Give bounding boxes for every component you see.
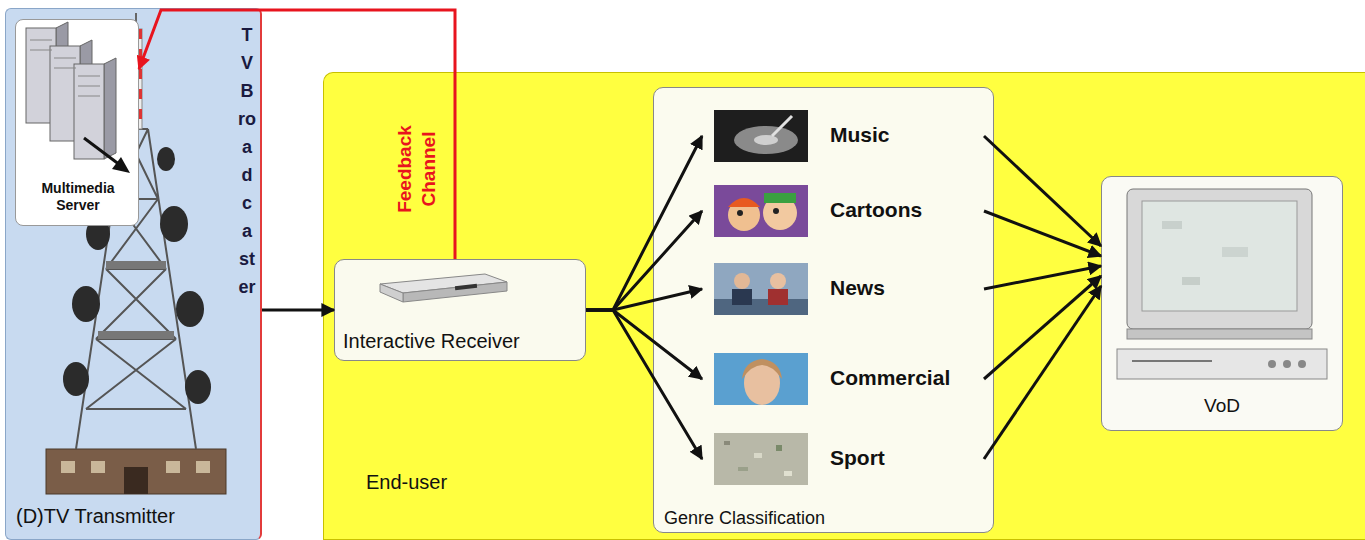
flow-arrow [984, 276, 1101, 379]
genre-item: News [702, 260, 984, 318]
flow-arrow [984, 136, 1101, 246]
genre-name: Cartoons [830, 198, 922, 222]
tv-set [1127, 189, 1312, 339]
genre-name: Commercial [830, 366, 950, 390]
genre-item: Sport [702, 430, 984, 488]
server-box: Multimedia Server [15, 19, 139, 226]
transmitter-panel: TV Broadcaster (D)TV Transmitter Multimed… [5, 8, 262, 540]
news-thumbnail [714, 263, 808, 315]
end-user-panel: End-user Interactive ReceiverGenre Class… [323, 72, 1365, 540]
vod-illustration [1102, 177, 1342, 432]
flow-arrow [984, 266, 1101, 289]
flow-arrow [984, 211, 1101, 256]
genre-box: Genre Classification Music Cartoons News… [653, 87, 994, 533]
server-cabinets [26, 22, 116, 159]
dvd-player [1117, 349, 1327, 379]
transmitter-label: (D)TV Transmitter [16, 505, 175, 528]
music-thumbnail [714, 110, 808, 162]
sport-thumbnail [714, 433, 808, 485]
genre-item: Commercial [702, 350, 984, 408]
server-arrow [84, 138, 130, 173]
genre-item: Music [702, 107, 984, 165]
feedback-arrow [139, 10, 455, 259]
flow-arrow [586, 310, 702, 379]
genre-name: News [830, 276, 885, 300]
broadcaster-label: TV Broadcaster [238, 21, 256, 301]
end-user-label: End-user [366, 471, 447, 494]
genre-name: Sport [830, 446, 885, 470]
flow-arrow [586, 211, 702, 310]
flow-arrow [984, 286, 1101, 459]
cartoons-thumbnail [714, 185, 808, 237]
tower-base [46, 449, 226, 494]
vod-box: VoD [1101, 176, 1343, 431]
flow-arrow [586, 310, 702, 459]
vod-label: VoD [1107, 395, 1337, 417]
flow-arrow [262, 309, 334, 312]
receiver-box: Interactive Receiver [334, 259, 586, 361]
receiver-label: Interactive Receiver [343, 330, 520, 353]
genre-label: Genre Classification [664, 508, 825, 529]
server-label: Multimedia Server [23, 180, 133, 214]
flow-arrow [586, 136, 702, 310]
genre-item: Cartoons [702, 182, 984, 240]
edge-label: Feedback Channel [393, 109, 441, 229]
genre-name: Music [830, 123, 890, 147]
flow-arrow [586, 289, 702, 310]
commercial-thumbnail [714, 353, 808, 405]
